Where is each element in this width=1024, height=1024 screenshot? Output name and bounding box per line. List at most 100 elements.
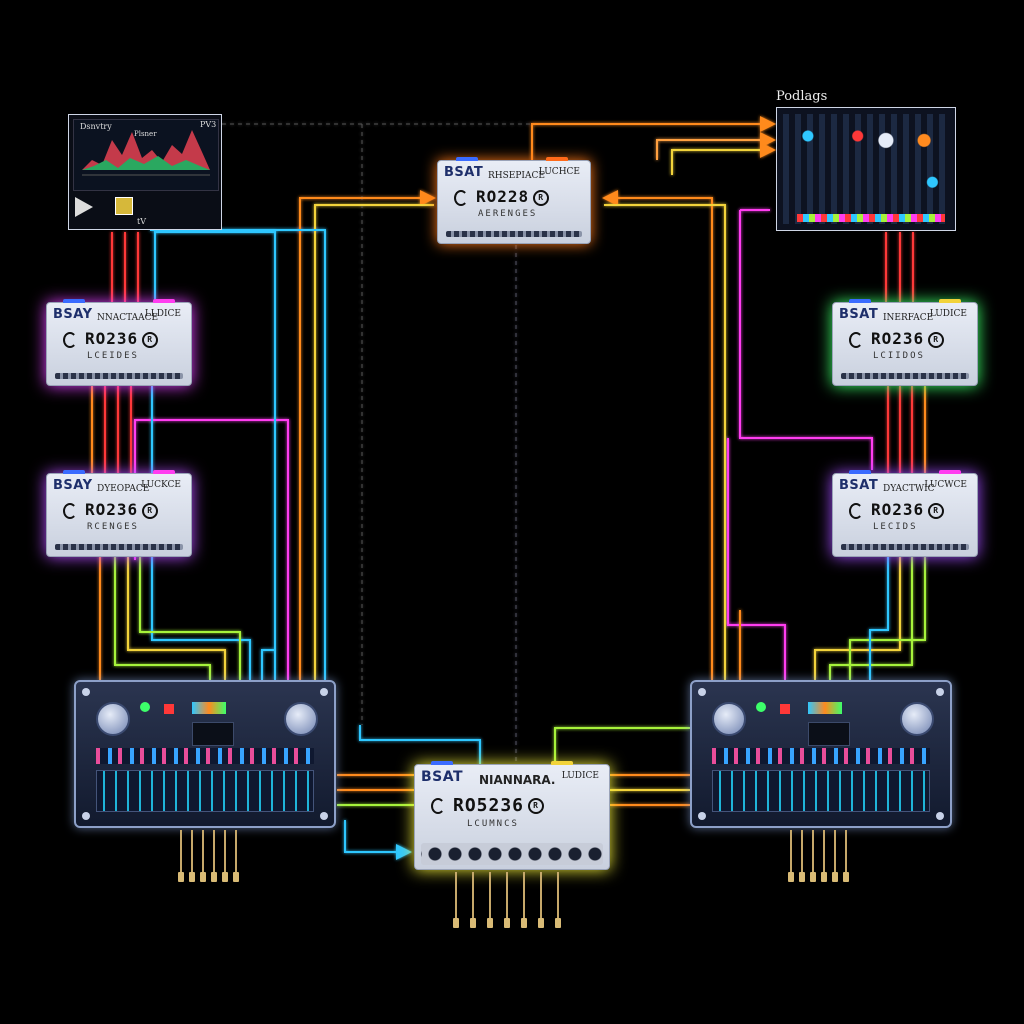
connector-pin: [178, 830, 184, 882]
connector-pin: [200, 830, 206, 882]
registered-icon: R: [528, 798, 545, 814]
device-caption: LCUMNCS: [467, 819, 519, 829]
connector-pin: [453, 872, 459, 928]
screw: [698, 812, 706, 820]
device-subtitle: RHSEPIACE: [488, 171, 545, 181]
connector-pin: [233, 830, 239, 882]
device-caption: LECIDS: [873, 522, 918, 532]
screw: [82, 812, 90, 820]
connector-pin: [799, 830, 805, 882]
registered-icon: R: [928, 502, 945, 519]
device-subtitle: NNACTAACE: [97, 313, 159, 323]
color-swatch: [808, 702, 842, 714]
device-subtitle: NIANNARA.: [479, 773, 556, 787]
connector-pin: [555, 872, 561, 928]
color-strip: [797, 214, 945, 222]
left-monitor: Dsnvtry Plsner PV3 tV: [68, 114, 222, 230]
screw: [82, 688, 90, 696]
volume-knob[interactable]: [284, 702, 318, 736]
device-tab-orange: [546, 157, 568, 161]
device-brand: BSAT: [839, 307, 879, 322]
connector-pin: [504, 872, 510, 928]
device-subtitle: INERFACE: [883, 313, 934, 323]
screw: [936, 688, 944, 696]
control-grid: [783, 114, 949, 224]
connector-pin: [821, 830, 827, 882]
monitor-label-left: Dsnvtry: [80, 122, 112, 131]
right-monitor-title: Podlags: [776, 89, 828, 104]
device-tab-blue: [431, 761, 453, 765]
connector-pin: [189, 830, 195, 882]
registered-icon: R: [142, 331, 159, 348]
volume-knob[interactable]: [900, 702, 934, 736]
monitor-label-right: PV3: [200, 120, 217, 129]
connector-pin: [538, 872, 544, 928]
device-brand: BSAT: [444, 165, 484, 180]
device-brand: BSAY: [53, 307, 93, 322]
screw: [936, 812, 944, 820]
screw: [320, 812, 328, 820]
play-icon: [75, 197, 93, 217]
mixer-display: [192, 722, 234, 746]
pad-row[interactable]: [96, 748, 314, 764]
registered-icon: R: [533, 189, 550, 206]
device-subtitle-right: LUCHCE: [538, 167, 580, 177]
status-led: [780, 704, 790, 714]
registered-icon: R: [142, 502, 159, 519]
fader-bank[interactable]: [96, 770, 314, 812]
mixer-right: [690, 680, 952, 828]
device-subtitle: DYEOPACE: [97, 484, 150, 494]
jack-row: [421, 843, 603, 865]
connector-pin: [470, 872, 476, 928]
volume-knob[interactable]: [712, 702, 746, 736]
device-caption: RCENGES: [87, 522, 139, 532]
device-subtitle-right: LUCWCE: [924, 480, 967, 490]
screw: [320, 688, 328, 696]
device-tab-blue: [456, 157, 478, 161]
connector-pin: [211, 830, 217, 882]
device-brand: BSAT: [839, 478, 879, 493]
status-led: [756, 702, 766, 712]
device-tab-magenta: [153, 299, 175, 303]
connector-pin: [832, 830, 838, 882]
device-tab-magenta: [939, 470, 961, 474]
screw: [698, 688, 706, 696]
device-brand: BSAY: [53, 478, 93, 493]
mixer-display: [808, 722, 850, 746]
device-port-rail: [55, 373, 183, 379]
device-tab-blue: [849, 299, 871, 303]
device-tab-blue: [63, 299, 85, 303]
right-monitor: [776, 107, 956, 231]
area-graph: [82, 130, 210, 176]
monitor-bottom-label: tV: [137, 217, 146, 226]
folder-icon: [115, 197, 133, 215]
device-subtitle-right: LLDICE: [144, 309, 181, 319]
pad-row[interactable]: [712, 748, 930, 764]
connector-pin: [487, 872, 493, 928]
device-caption: AERENGES: [478, 209, 538, 219]
fader-bank[interactable]: [712, 770, 930, 812]
left-monitor-screen: Dsnvtry Plsner PV3: [73, 119, 219, 191]
mixer-left: [74, 680, 336, 828]
monitor-label-mid: Plsner: [134, 130, 157, 138]
device-caption: LCIIDOS: [873, 351, 925, 361]
device-subtitle: DYACTWIC: [883, 484, 935, 494]
connector-pin: [810, 830, 816, 882]
status-led: [140, 702, 150, 712]
device-port-rail: [55, 544, 183, 550]
volume-knob[interactable]: [96, 702, 130, 736]
device-caption: LCEIDES: [87, 351, 139, 361]
device-subtitle-right: LUDICE: [561, 771, 599, 781]
device-tab-yellow: [551, 761, 573, 765]
